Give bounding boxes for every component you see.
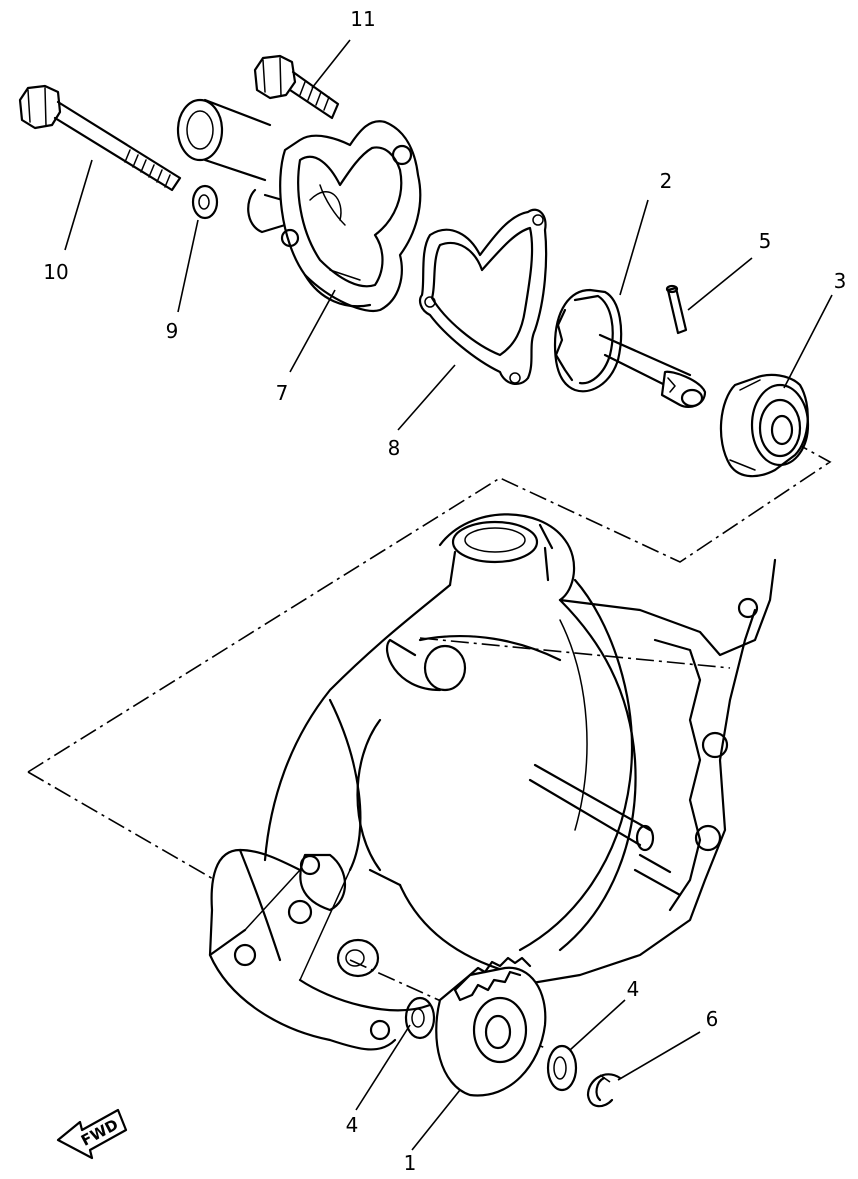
crankcase-cover	[208, 513, 777, 1051]
callout-10: 10	[43, 260, 68, 284]
bolt-short	[253, 54, 340, 120]
dowel-pin	[665, 284, 688, 335]
callout-1: 1	[404, 1151, 417, 1175]
gasket	[419, 208, 548, 386]
callout-8: 8	[388, 436, 401, 460]
impeller-drive-gear	[435, 956, 547, 1097]
washer-left	[404, 996, 436, 1040]
callout-2: 2	[660, 169, 673, 193]
washer-small	[191, 184, 219, 220]
callout-7: 7	[276, 381, 289, 405]
assembly-guide-lines	[27, 439, 832, 1083]
callout-4-left: 4	[346, 1113, 359, 1137]
callout-6: 6	[706, 1007, 719, 1031]
callout-4-right: 4	[627, 977, 640, 1001]
bolt-long	[18, 84, 182, 192]
callout-9: 9	[166, 319, 179, 343]
fwd-arrow-icon: FWD	[56, 1108, 128, 1160]
leader-lines	[64, 39, 833, 1151]
bearing	[719, 373, 810, 478]
washer-right	[546, 1044, 578, 1092]
circlip	[586, 1073, 622, 1108]
callout-3: 3	[834, 269, 847, 293]
pump-cover	[176, 98, 422, 313]
callout-5: 5	[759, 229, 772, 253]
callout-11: 11	[350, 7, 375, 31]
impeller	[553, 288, 707, 409]
